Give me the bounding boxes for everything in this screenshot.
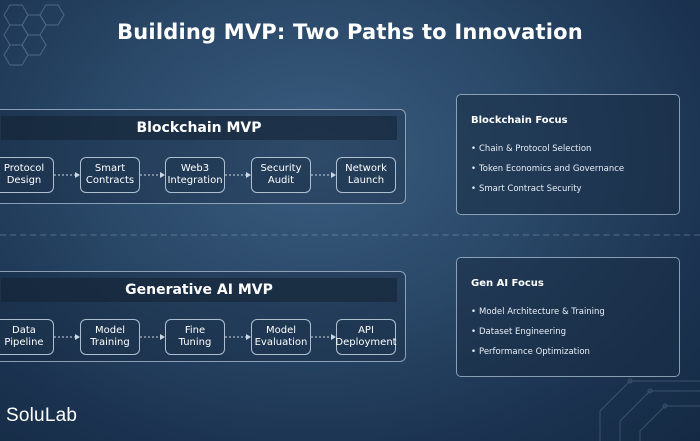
- blockchain-mvp-header: Blockchain MVP: [1, 116, 397, 140]
- bullet-dot-icon: •: [471, 164, 477, 174]
- circuit-lines-decoration: [599, 378, 700, 441]
- bullet-dot-icon: •: [471, 184, 477, 194]
- hexagon-pattern-decoration: [3, 4, 65, 66]
- dashed-arrow-icon: [54, 334, 80, 340]
- dashed-arrow-icon: [311, 334, 336, 340]
- genai-step-fine-tuning: Fine Tuning: [165, 319, 225, 355]
- genai-focus-title: Gen AI Focus: [471, 278, 544, 289]
- genai-focus-list: •Model Architecture & Training •Dataset …: [471, 306, 605, 366]
- section-divider: [0, 234, 700, 236]
- genai-step-model-evaluation: Model Evaluation: [251, 319, 311, 355]
- blockchain-step-network-launch: Network Launch: [336, 157, 396, 193]
- dashed-arrow-icon: [225, 334, 251, 340]
- dashed-arrow-icon: [140, 172, 165, 178]
- list-item: •Chain & Protocol Selection: [471, 144, 592, 154]
- list-item: •Smart Contract Security: [471, 184, 582, 194]
- blockchain-focus-list: •Chain & Protocol Selection •Token Econo…: [471, 143, 624, 203]
- genai-step-model-training: Model Training: [80, 319, 140, 355]
- bullet-dot-icon: •: [471, 347, 477, 357]
- blockchain-focus-title: Blockchain Focus: [471, 115, 568, 126]
- list-item: •Performance Optimization: [471, 347, 590, 357]
- list-item: •Dataset Engineering: [471, 327, 566, 337]
- dashed-arrow-icon: [311, 172, 336, 178]
- list-item: •Model Architecture & Training: [471, 307, 605, 317]
- list-item: •Token Economics and Governance: [471, 164, 625, 174]
- dashed-arrow-icon: [225, 172, 251, 178]
- bullet-dot-icon: •: [471, 327, 477, 337]
- blockchain-step-protocol-design: Protocol Design: [0, 157, 54, 193]
- bullet-dot-icon: •: [471, 144, 477, 154]
- brand-logo: SoluLab: [6, 405, 78, 426]
- blockchain-step-web3-integration: Web3 Integration: [165, 157, 225, 193]
- blockchain-focus-card: Blockchain Focus •Chain & Protocol Selec…: [456, 94, 680, 215]
- blockchain-step-security-audit: Security Audit: [251, 157, 311, 193]
- dashed-arrow-icon: [140, 334, 165, 340]
- genai-step-api-deployment: API Deployment: [335, 319, 397, 355]
- page-title: Building MVP: Two Paths to Innovation: [117, 20, 583, 44]
- dashed-arrow-icon: [54, 172, 80, 178]
- blockchain-step-smart-contracts: Smart Contracts: [80, 157, 140, 193]
- genai-step-data-pipeline: Data Pipeline: [0, 319, 54, 355]
- bullet-dot-icon: •: [471, 307, 477, 317]
- genai-focus-card: Gen AI Focus •Model Architecture & Train…: [456, 257, 680, 377]
- genai-mvp-header: Generative AI MVP: [1, 278, 397, 302]
